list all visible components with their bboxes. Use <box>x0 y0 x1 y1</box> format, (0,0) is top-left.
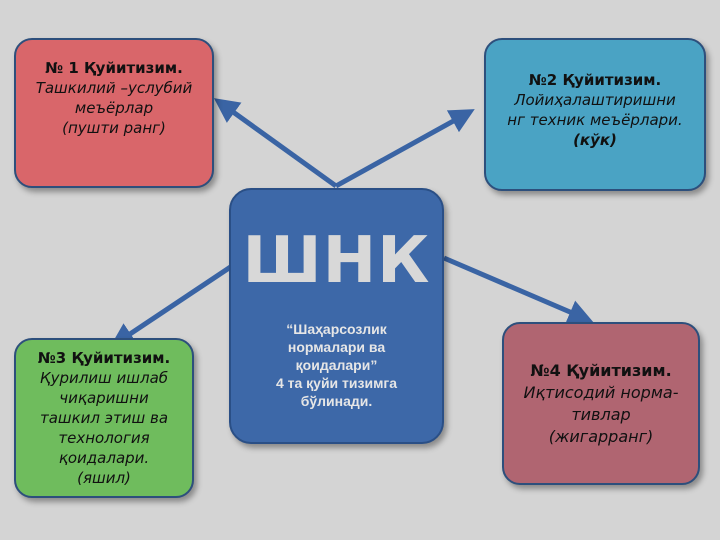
subsystem-box-1: № 1 Қуйитизим. Ташкилий –услубий меъёрла… <box>14 38 214 188</box>
center-desc-line: “Шаҳарсозлик <box>286 321 387 337</box>
center-desc-line: 4 та қуйи тизимга <box>275 375 398 391</box>
arrow-to-box1 <box>213 98 338 189</box>
subsystem-1-title: № 1 Қуйитизим. <box>45 59 183 77</box>
subsystem-4-body-line: Иқтисодий норма- <box>523 383 679 402</box>
arrow-to-box3 <box>109 263 234 348</box>
subsystem-3-title: №3 Қуйитизим. <box>37 349 171 367</box>
subsystem-2-body-line: нг техник меъёрлари. <box>507 111 683 129</box>
center-abbreviation: ШНК <box>242 224 431 298</box>
subsystem-1-color-tag: (пушти ранг) <box>62 119 166 137</box>
subsystem-4-color-tag: (жигарранг) <box>548 427 654 446</box>
subsystem-3-body-line: қоидалари. <box>58 449 150 467</box>
subsystem-3-body-line: чиқаришни <box>59 389 149 407</box>
subsystem-1-body-line: меъёрлар <box>74 99 154 117</box>
subsystem-3-body-line: Қурилиш ишлаб <box>39 369 169 387</box>
subsystem-3-body-line: технология <box>58 429 150 447</box>
center-description: “Шаҳарсозлик нормалари ва қоидалари” 4 т… <box>231 320 442 410</box>
subsystem-4-title: №4 Қуйитизим. <box>530 361 672 380</box>
subsystem-box-4: №4 Қуйитизим. Иқтисодий норма- тивлар (ж… <box>502 322 700 485</box>
arrow-to-box2 <box>334 109 475 189</box>
subsystem-box-3: №3 Қуйитизим. Қурилиш ишлаб чиқаришни та… <box>14 338 194 498</box>
center-desc-line: нормалари ва <box>287 339 386 355</box>
subsystem-2-color-tag: (кўк) <box>573 131 617 149</box>
subsystem-4-body-line: тивлар <box>571 405 631 424</box>
center-desc-line: қоидалари” <box>295 357 378 373</box>
center-desc-line: бўлинади. <box>300 393 373 409</box>
subsystem-1-body-line: Ташкилий –услубий <box>35 79 193 97</box>
subsystem-box-2: №2 Қуйитизим. Лойиҳалаштиришни нг техник… <box>484 38 706 191</box>
subsystem-3-color-tag: (яшил) <box>77 469 131 487</box>
subsystem-3-body-line: ташкил этиш ва <box>39 409 169 427</box>
subsystem-2-body-line: Лойиҳалаштиришни <box>514 91 676 109</box>
subsystem-2-title: №2 Қуйитизим. <box>528 71 662 89</box>
arrow-to-box4 <box>443 255 594 324</box>
center-box-shnk: ШНК “Шаҳарсозлик нормалари ва қоидалари”… <box>229 188 444 444</box>
